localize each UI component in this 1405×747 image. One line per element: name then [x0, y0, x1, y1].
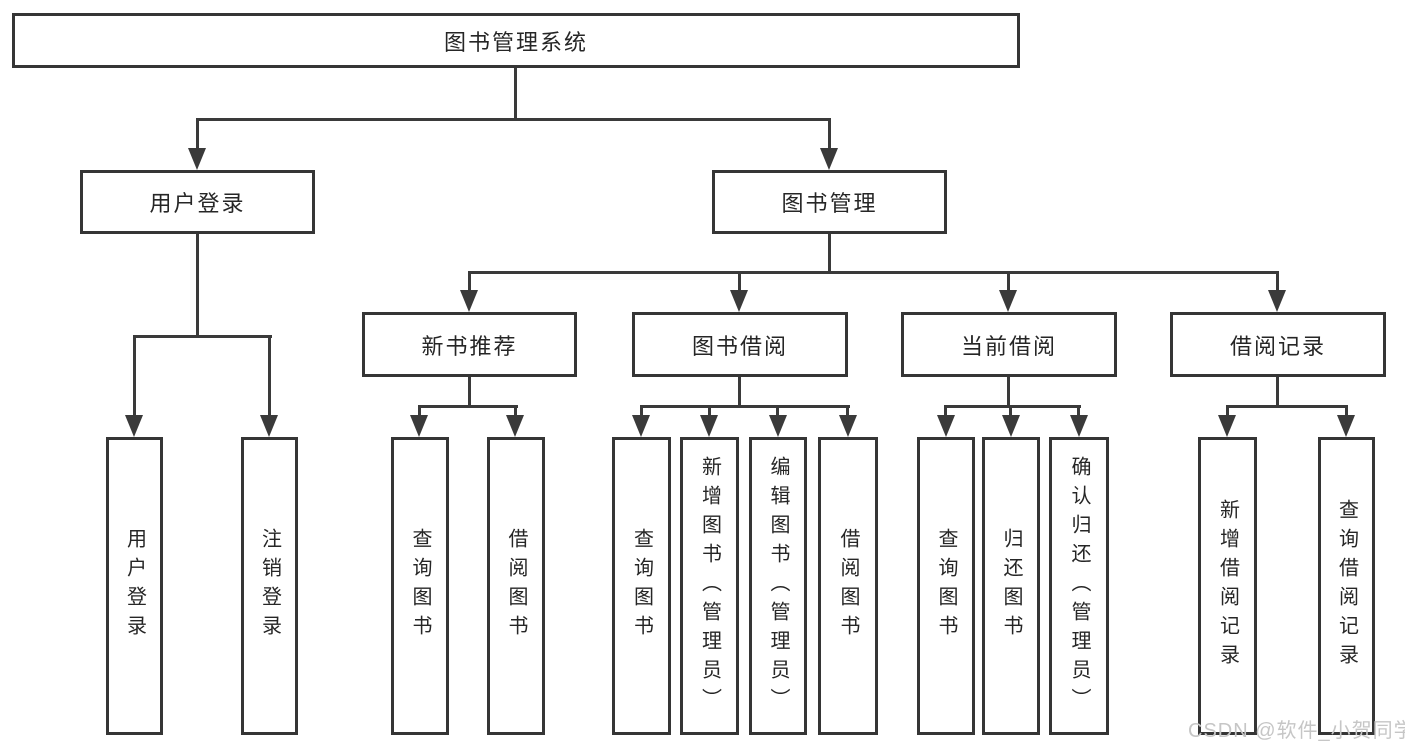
arrow-down-icon	[410, 415, 428, 437]
connector-line	[1345, 405, 1348, 417]
connector-line	[418, 405, 421, 417]
leaf-records-add-label: 新增借阅记录	[1216, 499, 1239, 673]
connector-line	[196, 118, 831, 121]
connector-line	[514, 405, 517, 417]
connector-line	[1009, 405, 1012, 417]
leaf-records-add: 新增借阅记录	[1198, 437, 1257, 735]
node-book-mgmt: 图书管理	[712, 170, 947, 234]
node-current-borrow-label: 当前借阅	[960, 333, 1057, 359]
leaf-records-query: 查询借阅记录	[1318, 437, 1375, 735]
connector-line	[944, 405, 947, 417]
arrow-down-icon	[1002, 415, 1020, 437]
leaf-borrow-edit-label: 编辑图书（管理员）	[767, 455, 789, 717]
connector-line	[196, 234, 199, 335]
connector-line	[708, 405, 711, 417]
connector-line	[738, 377, 741, 405]
leaf-newbook-query: 查询图书	[391, 437, 449, 735]
arrow-down-icon	[1337, 415, 1355, 437]
leaf-borrow-edit: 编辑图书（管理员）	[749, 437, 807, 735]
arrow-down-icon	[820, 148, 838, 170]
arrow-down-icon	[730, 290, 748, 312]
node-user-login: 用户登录	[80, 170, 315, 234]
connector-line	[1007, 377, 1010, 405]
node-new-books: 新书推荐	[362, 312, 577, 377]
arrow-down-icon	[1218, 415, 1236, 437]
leaf-current-return-label: 归还图书	[1000, 528, 1022, 644]
leaf-logout: 注销登录	[241, 437, 298, 735]
node-root-label: 图书管理系统	[443, 29, 588, 55]
leaf-user-login-label: 用户登录	[123, 528, 146, 644]
leaf-current-query: 查询图书	[917, 437, 975, 735]
leaf-records-query-label: 查询借阅记录	[1335, 499, 1358, 673]
connector-line	[640, 405, 643, 417]
node-book-mgmt-label: 图书管理	[781, 191, 878, 216]
arrow-down-icon	[700, 415, 718, 437]
connector-line	[828, 234, 831, 271]
leaf-current-confirm-label: 确认归还（管理员）	[1068, 455, 1090, 717]
arrow-down-icon	[125, 415, 143, 437]
connector-line	[1226, 405, 1348, 408]
node-current-borrow: 当前借阅	[901, 312, 1117, 377]
arrow-down-icon	[632, 415, 650, 437]
connector-line	[944, 405, 1081, 408]
connector-line	[828, 118, 831, 150]
node-book-borrow: 图书借阅	[632, 312, 848, 377]
connector-line	[196, 118, 199, 150]
connector-line	[640, 405, 850, 408]
leaf-newbook-query-label: 查询图书	[409, 528, 431, 644]
connector-line	[846, 405, 849, 417]
leaf-logout-label: 注销登录	[258, 528, 281, 644]
arrow-down-icon	[1070, 415, 1088, 437]
connector-line	[133, 335, 272, 338]
arrow-down-icon	[1268, 290, 1286, 312]
leaf-current-query-label: 查询图书	[935, 528, 957, 644]
leaf-current-confirm: 确认归还（管理员）	[1049, 437, 1109, 735]
node-borrow-records-label: 借阅记录	[1229, 333, 1326, 359]
connector-line	[776, 405, 779, 417]
arrow-down-icon	[460, 290, 478, 312]
connector-line	[1226, 405, 1229, 417]
connector-line	[1007, 271, 1010, 292]
arrow-down-icon	[937, 415, 955, 437]
connector-line	[468, 377, 471, 405]
connector-line	[268, 335, 271, 417]
leaf-borrow-query-label: 查询图书	[630, 528, 653, 644]
connector-line	[418, 405, 518, 408]
connector-line	[514, 68, 517, 118]
arrow-down-icon	[999, 290, 1017, 312]
leaf-borrow-add-label: 新增图书（管理员）	[698, 455, 721, 717]
leaf-borrow-query: 查询图书	[612, 437, 671, 735]
leaf-user-login: 用户登录	[106, 437, 163, 735]
arrow-down-icon	[769, 415, 787, 437]
node-root: 图书管理系统	[12, 13, 1020, 68]
leaf-current-return: 归还图书	[982, 437, 1040, 735]
leaf-newbook-borrow: 借阅图书	[487, 437, 545, 735]
leaf-borrow-add: 新增图书（管理员）	[680, 437, 739, 735]
arrow-down-icon	[839, 415, 857, 437]
connector-line	[468, 271, 1279, 274]
leaf-newbook-borrow-label: 借阅图书	[505, 528, 527, 644]
csdn-watermark: CSDN @软件_小贺同学	[1188, 720, 1405, 742]
connector-line	[738, 271, 741, 292]
node-new-books-label: 新书推荐	[421, 333, 518, 359]
leaf-borrow-borrow: 借阅图书	[818, 437, 878, 735]
connector-line	[1276, 377, 1279, 405]
arrow-down-icon	[260, 415, 278, 437]
arrow-down-icon	[506, 415, 524, 437]
connector-line	[1276, 271, 1279, 292]
connector-line	[1077, 405, 1080, 417]
node-borrow-records: 借阅记录	[1170, 312, 1386, 377]
leaf-borrow-borrow-label: 借阅图书	[837, 528, 859, 644]
arrow-down-icon	[188, 148, 206, 170]
connector-line	[133, 335, 136, 417]
node-user-login-label: 用户登录	[149, 191, 246, 216]
connector-line	[468, 271, 471, 292]
node-book-borrow-label: 图书借阅	[691, 333, 788, 359]
